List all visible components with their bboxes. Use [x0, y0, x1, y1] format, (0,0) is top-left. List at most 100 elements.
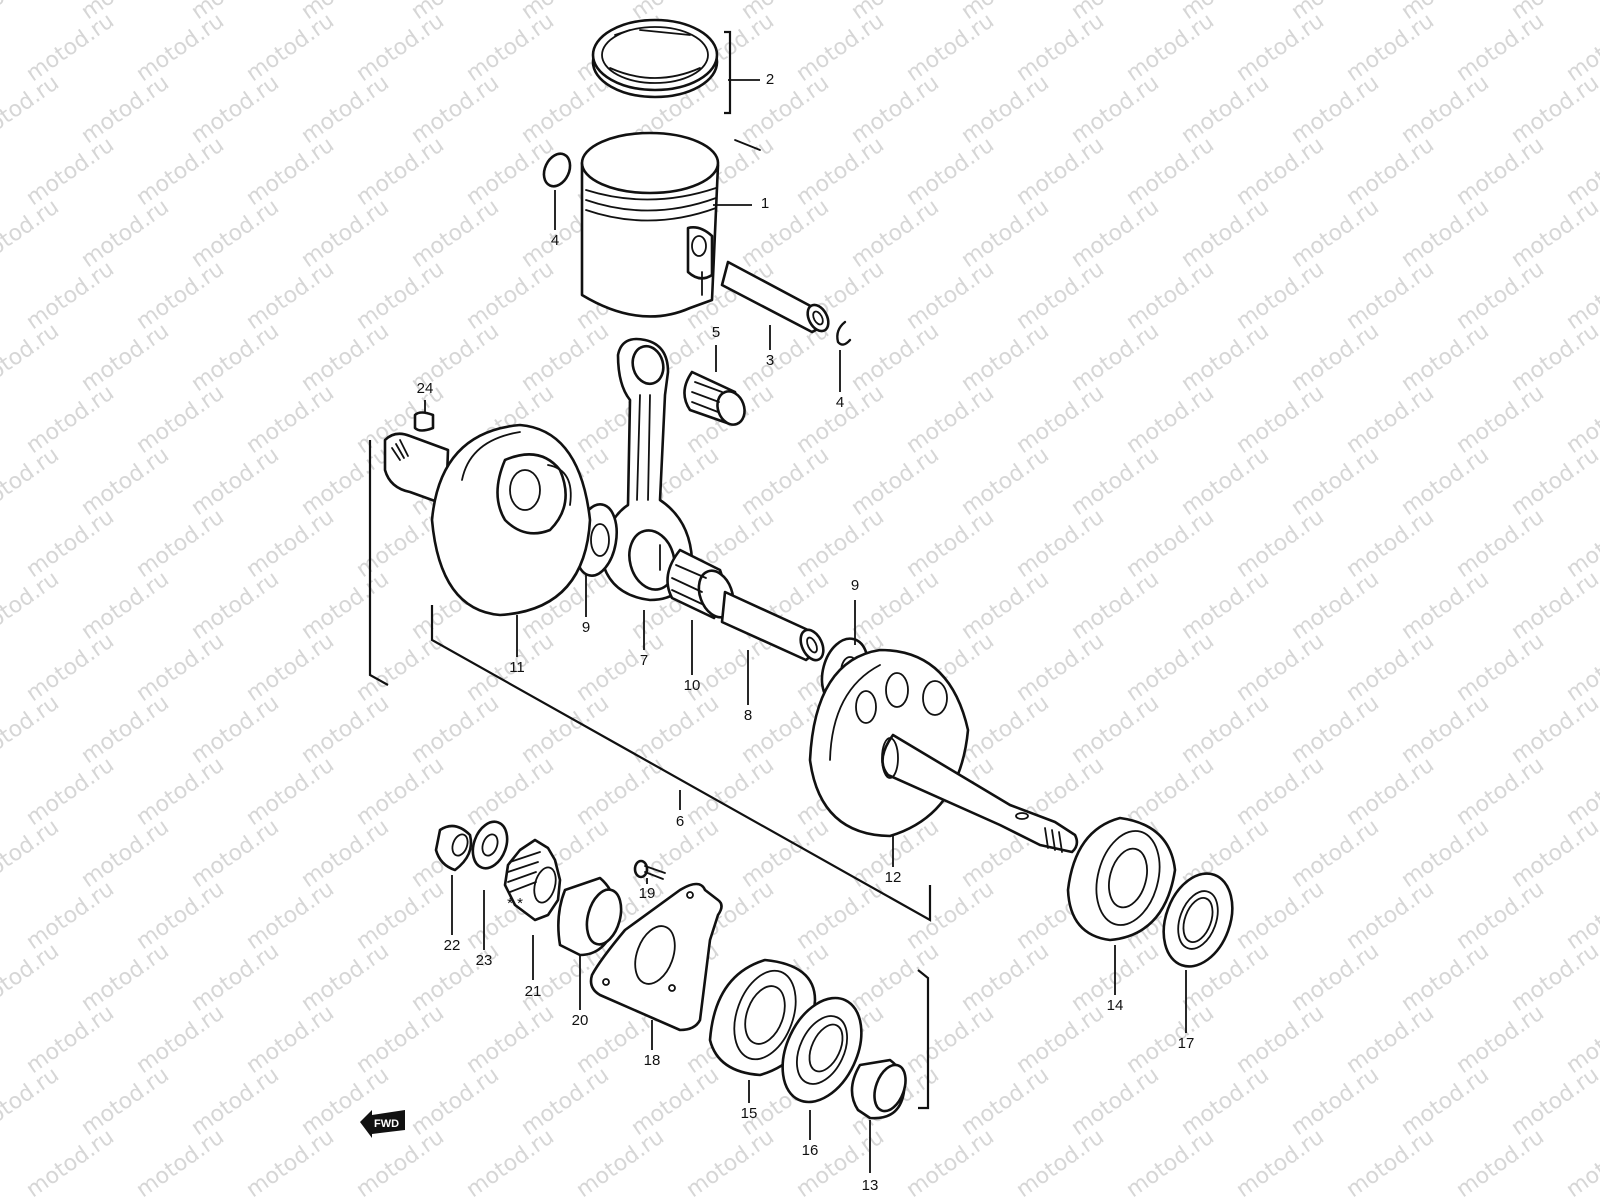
- part-label-13[interactable]: 13: [862, 1120, 879, 1194]
- watermark-text: motod.ru: [1012, 257, 1109, 335]
- part-piston-pin[interactable]: [720, 260, 833, 335]
- part-circlip-right[interactable]: [836, 320, 852, 346]
- watermark-text: motod.ru: [1452, 505, 1549, 583]
- part-label-7[interactable]: 7: [640, 610, 648, 669]
- watermark-text: motod.ru: [1232, 1001, 1329, 1079]
- part-spacer[interactable]: [557, 876, 626, 957]
- watermark-text: motod.ru: [1342, 877, 1439, 955]
- watermark-text: motod.ru: [132, 753, 229, 831]
- watermark-text: motod.ru: [627, 1063, 724, 1141]
- part-label-20[interactable]: 20: [572, 955, 589, 1029]
- part-label-24[interactable]: 24: [417, 380, 434, 412]
- watermark-text: motod.ru: [407, 195, 504, 273]
- watermark-text: motod.ru: [1287, 195, 1384, 273]
- watermark-text: motod.ru: [1452, 1001, 1549, 1079]
- part-number: 13: [862, 1177, 879, 1194]
- watermark-text: motod.ru: [792, 133, 889, 211]
- watermark-text: motod.ru: [77, 195, 174, 273]
- part-label-22[interactable]: 22: [444, 875, 461, 954]
- watermark-text: motod.ru: [1012, 1125, 1109, 1200]
- part-label-6[interactable]: 6: [676, 790, 684, 830]
- watermark-text: motod.ru: [1232, 505, 1329, 583]
- part-label-1[interactable]: 1: [713, 195, 769, 212]
- part-label-17[interactable]: 17: [1178, 970, 1195, 1052]
- watermark-text: motod.ru: [1122, 381, 1219, 459]
- part-label-3[interactable]: 3: [766, 325, 774, 369]
- watermark-text: motod.ru: [0, 71, 64, 149]
- part-label-23[interactable]: 23: [476, 890, 493, 969]
- part-small-end-bearing[interactable]: [683, 370, 749, 428]
- part-label-8[interactable]: 8: [744, 650, 752, 724]
- part-piston-rings[interactable]: [591, 18, 719, 99]
- part-nut[interactable]: [434, 824, 473, 872]
- part-number: 24: [417, 380, 434, 397]
- part-crank-pin[interactable]: [720, 590, 828, 664]
- watermark-text: motod.ru: [1012, 9, 1109, 87]
- part-label-4a[interactable]: 4: [551, 190, 559, 249]
- part-label-14[interactable]: 14: [1107, 945, 1124, 1014]
- part-crank-web-left[interactable]: [383, 423, 592, 617]
- part-primary-gear[interactable]: * *: [503, 838, 562, 922]
- watermark-text: motod.ru: [77, 319, 174, 397]
- part-number: 20: [572, 1012, 589, 1029]
- watermark-text: motod.ru: [847, 195, 944, 273]
- part-label-5[interactable]: 5: [712, 324, 720, 372]
- part-piston[interactable]: [580, 131, 761, 318]
- part-circlip-left[interactable]: [539, 150, 575, 191]
- watermark-text: motod.ru: [1012, 629, 1109, 707]
- part-label-16[interactable]: 16: [802, 1110, 819, 1159]
- watermark-text: motod.ru: [352, 9, 449, 87]
- bracket-rings: [724, 30, 732, 115]
- gear-marks: * *: [507, 895, 523, 912]
- watermark-text: motod.ru: [242, 1001, 339, 1079]
- watermark-text: motod.ru: [1067, 319, 1164, 397]
- part-label-9a[interactable]: 9: [582, 575, 590, 636]
- part-washer[interactable]: [467, 817, 513, 873]
- watermark-text: motod.ru: [187, 691, 284, 769]
- watermark-text: motod.ru: [1012, 505, 1109, 583]
- watermark-text: motod.ru: [1397, 815, 1494, 893]
- watermark-text: motod.ru: [0, 939, 64, 1017]
- part-label-9b[interactable]: 9: [851, 577, 859, 645]
- part-oil-seal-left[interactable]: [767, 985, 877, 1114]
- part-label-18[interactable]: 18: [644, 1020, 661, 1069]
- watermark-text: motod.ru: [297, 691, 394, 769]
- watermark-text: motod.ru: [1122, 257, 1219, 335]
- part-label-12[interactable]: 12: [885, 835, 902, 886]
- part-label-15[interactable]: 15: [741, 1080, 758, 1122]
- watermark-text: motod.ru: [242, 629, 339, 707]
- part-label-4b[interactable]: 4: [836, 350, 844, 411]
- watermark-text: motod.ru: [1177, 71, 1274, 149]
- part-bearing-right[interactable]: [1066, 816, 1177, 942]
- part-label-21[interactable]: 21: [525, 935, 542, 1000]
- part-number: 3: [766, 352, 774, 369]
- part-crank-web-right[interactable]: [808, 648, 1079, 854]
- watermark-text: motod.ru: [1012, 133, 1109, 211]
- watermark-text: motod.ru: [957, 939, 1054, 1017]
- part-retainer-plate[interactable]: [589, 882, 723, 1032]
- watermark-text: motod.ru: [77, 691, 174, 769]
- part-number: 22: [444, 937, 461, 954]
- watermark-text: motod.ru: [1452, 381, 1549, 459]
- part-screw[interactable]: [633, 859, 666, 880]
- watermark-text: motod.ru: [1342, 133, 1439, 211]
- part-label-10[interactable]: 10: [684, 620, 701, 694]
- part-number: 9: [582, 619, 590, 636]
- watermark-text: motod.ru: [1287, 71, 1384, 149]
- part-label-2[interactable]: 2: [728, 71, 774, 88]
- watermark-text: motod.ru: [1067, 691, 1164, 769]
- watermark-text: motod.ru: [1177, 567, 1274, 645]
- watermark-text: motod.ru: [847, 567, 944, 645]
- watermark-text: motod.ru: [737, 71, 834, 149]
- watermark-text: motod.ru: [297, 443, 394, 521]
- part-label-19[interactable]: 19: [639, 878, 656, 902]
- watermark-text: motod.ru: [0, 319, 64, 397]
- part-connecting-rod[interactable]: [600, 337, 694, 602]
- part-woodruff-key[interactable]: [413, 411, 435, 432]
- part-oil-seal-right[interactable]: [1152, 864, 1245, 976]
- watermark-text: motod.ru: [1232, 877, 1329, 955]
- part-collar[interactable]: [850, 1058, 911, 1120]
- part-label-11[interactable]: 11: [509, 615, 525, 676]
- part-number: 17: [1178, 1035, 1195, 1052]
- watermark-text: motod.ru: [517, 71, 614, 149]
